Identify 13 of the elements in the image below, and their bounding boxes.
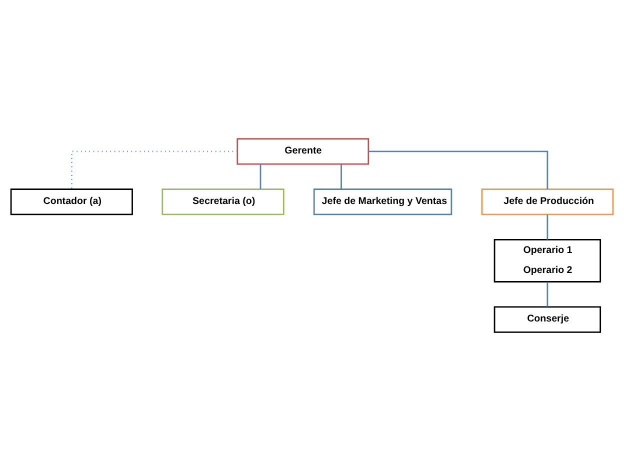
node-box: Jefe de Marketing y Ventas	[313, 188, 452, 216]
connector	[260, 164, 262, 189]
node-box: Contador (a)	[10, 188, 133, 216]
connector	[340, 164, 342, 189]
node-box: Operario 1 Operario 2	[494, 239, 602, 282]
connector	[546, 214, 548, 240]
node-box: Gerente	[236, 138, 370, 165]
node-box: Jefe de Producción	[481, 188, 614, 216]
connector	[368, 150, 548, 190]
connector	[546, 282, 548, 307]
connector	[70, 150, 238, 190]
node-box: Secretaria (o)	[162, 188, 284, 216]
node-box: Conserje	[494, 306, 602, 333]
